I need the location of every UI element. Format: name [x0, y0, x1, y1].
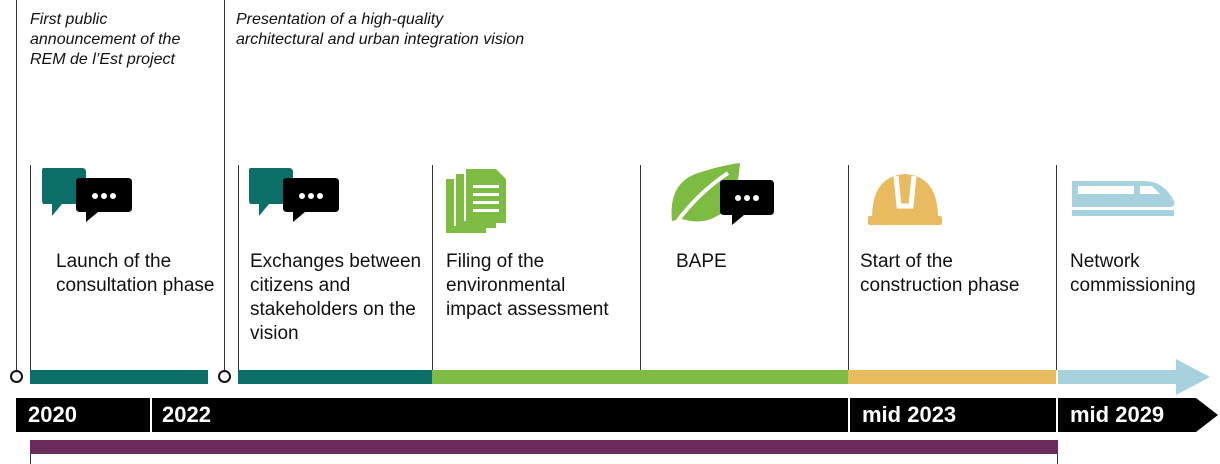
purple-period-bar: [30, 440, 1058, 454]
milestone-label: Start of the construction phase: [860, 251, 1020, 296]
train-icon: [1072, 181, 1175, 216]
purple-bar-tick: [1057, 454, 1058, 464]
speech-bubbles-icon: [249, 168, 339, 222]
speech-bubbles-icon: [42, 168, 132, 222]
divider-line: [432, 165, 433, 370]
arrow-head-lightblue: [1176, 359, 1210, 395]
year-separator: [848, 398, 850, 432]
divider-line: [848, 165, 849, 370]
milestone-label: Network commissioning: [1070, 251, 1196, 296]
year-label-mid-2023: mid 2023: [862, 402, 957, 427]
phase-segment-yellow: [848, 370, 1056, 384]
phase-segment-lightblue: [1058, 370, 1184, 384]
year-label-2022: 2022: [162, 402, 211, 427]
announcement-marker-circle: [10, 370, 23, 383]
phase-segment-green: [432, 370, 848, 384]
year-timeline-bar: [16, 398, 1218, 432]
milestone-label: BAPE: [676, 251, 727, 272]
hard-hat-icon: [868, 174, 942, 225]
divider-line: [1056, 165, 1057, 370]
year-separator: [1056, 398, 1058, 432]
note-first-announcement: First public announcement of the REM de …: [30, 11, 181, 68]
phase-segment-teal: [30, 370, 208, 384]
announcement-marker-line: [16, 0, 17, 370]
milestone-label: Filing of the environmental impact asses…: [446, 251, 609, 320]
leaf-speech-icon: [671, 163, 774, 225]
phase-segment-teal: [238, 370, 432, 384]
milestone-label: Exchanges between citizens and stakehold…: [250, 251, 422, 344]
note-vision-presentation: Presentation of a high-quality architect…: [236, 11, 525, 48]
milestone-label: Launch of the consultation phase: [56, 251, 215, 296]
year-separator: [150, 398, 152, 432]
year-label-2020: 2020: [28, 402, 77, 427]
purple-bar-tick: [30, 454, 31, 464]
divider-line: [640, 165, 641, 370]
divider-line: [30, 165, 31, 370]
year-label-mid-2029: mid 2029: [1070, 402, 1165, 427]
vision-marker-line: [224, 0, 225, 370]
divider-line: [238, 165, 239, 370]
document-stack-icon: [446, 167, 506, 233]
vision-marker-circle: [218, 370, 231, 383]
